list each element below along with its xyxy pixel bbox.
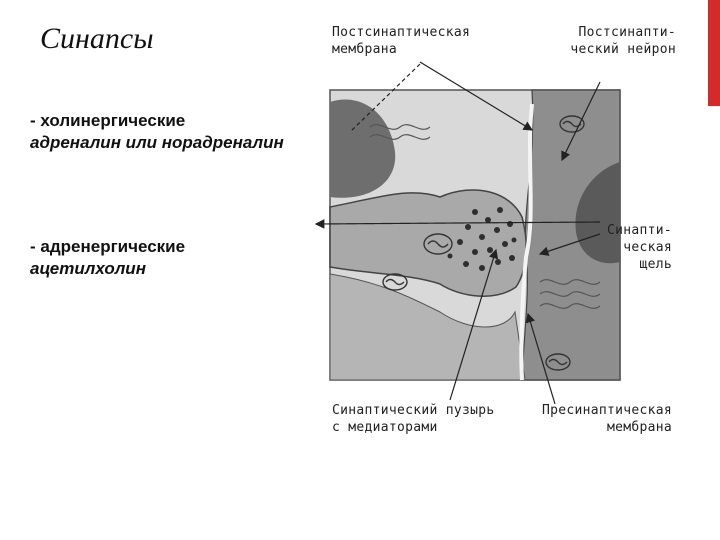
label-postsynaptic-membrane: Постсинаптическая мембрана bbox=[332, 24, 470, 58]
slide-title: Синапсы bbox=[40, 22, 154, 56]
label-presynaptic-membrane: Пресинаптическая мембрана bbox=[542, 402, 672, 436]
bullet-mediator: ацетилхолин bbox=[30, 258, 290, 280]
label-synaptic-cleft: Синапти- ческая щель bbox=[607, 222, 672, 273]
bullet-mediator: адреналин или норадреналин bbox=[30, 132, 290, 154]
accent-bar bbox=[708, 0, 720, 106]
label-synaptic-vesicle: Синаптический пузырь с медиаторами bbox=[332, 402, 495, 436]
synapse-figure: Постсинаптическая мембрана Постсинапти- … bbox=[300, 12, 700, 452]
label-postsynaptic-neuron: Постсинапти- ческий нейрон bbox=[570, 24, 676, 58]
bullet-item: - адренергические ацетилхолин bbox=[30, 236, 290, 280]
bullet-synapse-type: - холинергические bbox=[30, 110, 290, 132]
bullet-synapse-type: - адренергические bbox=[30, 236, 290, 258]
bullet-item: - холинергические адреналин или норадрен… bbox=[30, 110, 290, 154]
bullet-list: - холинергические адреналин или норадрен… bbox=[30, 110, 290, 362]
